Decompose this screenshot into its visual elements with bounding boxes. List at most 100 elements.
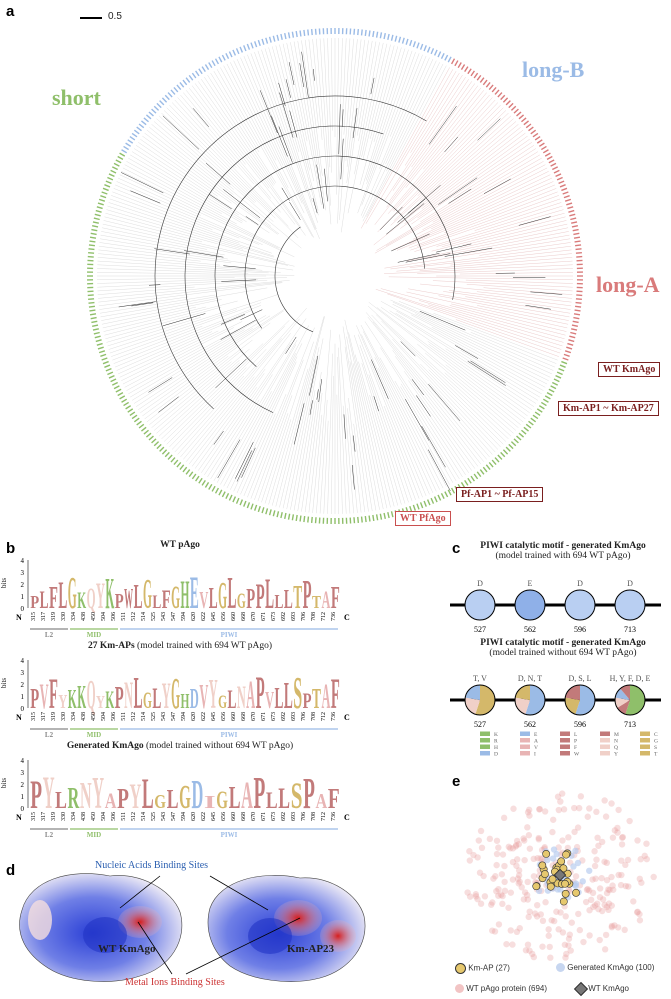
motif-top-label: H, Y, F, D, E xyxy=(610,674,651,683)
clade-long-b-label: long-B xyxy=(522,57,585,82)
wt-pago-point xyxy=(615,806,622,814)
motif-position-label: 562 xyxy=(524,720,536,729)
logo-position-label: 671 xyxy=(261,812,267,821)
wt-pago-point xyxy=(641,852,648,860)
panel-letter-c: c xyxy=(452,540,461,557)
embedding-scatter xyxy=(464,790,657,961)
generated-point xyxy=(543,856,551,864)
aa-label: P xyxy=(574,739,577,745)
wt-pago-point xyxy=(549,816,557,823)
logo-letter: Y xyxy=(96,576,105,617)
logo-ytick: 1 xyxy=(21,593,25,601)
wt-pago-point xyxy=(533,913,541,920)
panel-letter-e: e xyxy=(452,773,461,790)
logo-letter: L xyxy=(152,592,161,613)
wt-pago-point xyxy=(539,917,547,925)
wt-pago-point xyxy=(493,850,501,858)
logo-letter: E xyxy=(190,567,199,619)
logo-letter: A xyxy=(316,789,328,813)
logo-letter: P xyxy=(254,767,266,818)
logo-ytick: 2 xyxy=(21,781,25,789)
aa-swatch xyxy=(640,744,650,749)
aa-label: W xyxy=(574,752,580,758)
scale-bar-label: 0.5 xyxy=(108,11,122,22)
wt-pago-point xyxy=(596,894,604,901)
logo-letter: L xyxy=(229,779,241,815)
logo-position-label: 334 xyxy=(71,712,77,721)
aa-label: E xyxy=(534,732,538,738)
wt-pago-point xyxy=(618,841,626,848)
wt-kmago-point xyxy=(553,868,567,882)
wt-pago-point xyxy=(546,943,553,951)
logo-letter: G xyxy=(218,575,227,617)
wt-pago-point xyxy=(480,872,487,880)
motif-top-label: D, N, T xyxy=(518,674,542,683)
wt-pago-point xyxy=(593,900,601,907)
aa-swatch xyxy=(600,731,610,736)
logo-letter: P xyxy=(303,571,312,617)
logo-letter: L xyxy=(134,667,143,718)
logo-letter: P xyxy=(246,583,255,615)
wt-pfago-label: WT PfAgo xyxy=(395,511,451,526)
logo-ytick: 0 xyxy=(21,705,25,713)
wt-pago-point xyxy=(622,882,629,890)
wt-pago-point xyxy=(591,848,598,855)
logo-letter: F xyxy=(49,671,58,718)
wt-pago-point xyxy=(501,878,508,886)
aa-swatch xyxy=(520,751,530,756)
wt-pago-point xyxy=(634,837,641,844)
km-ap23-surface xyxy=(207,875,366,982)
aa-label: G xyxy=(654,739,658,745)
wt-kmago-label: WT KmAgo xyxy=(598,362,661,377)
logo-ytick: 2 xyxy=(21,581,25,589)
logo-letter: L xyxy=(58,574,67,617)
wt-pago-point xyxy=(596,936,603,944)
wt-pago-point xyxy=(512,843,520,850)
wt-pago-point xyxy=(609,882,616,889)
logo-position-label: 668 xyxy=(241,712,247,721)
wt-pago-point xyxy=(545,932,552,939)
logo-letter: L xyxy=(152,682,161,715)
logo-position-label: 319 xyxy=(51,612,57,621)
metal-ions-label: Metal Ions Binding Sites xyxy=(125,977,225,988)
logo-position-label: 670 xyxy=(251,812,257,821)
aa-swatch xyxy=(520,731,530,736)
wt-pago-point xyxy=(524,896,532,903)
wt-pago-point xyxy=(614,924,622,931)
wt-pago-point xyxy=(547,954,554,961)
logo-position-label: 334 xyxy=(71,612,77,621)
km-ap-point xyxy=(559,897,568,906)
wt-pago-point xyxy=(589,876,596,883)
logo-letter: T xyxy=(312,592,321,612)
logo-letter: T xyxy=(293,579,302,616)
logo-letter: G xyxy=(237,588,246,613)
logo-position-label: 692 xyxy=(281,712,287,721)
wt-pago-point xyxy=(601,797,608,804)
logo-letter: N xyxy=(80,775,92,817)
aa-label: V xyxy=(534,745,538,751)
aa-label: H xyxy=(494,745,498,751)
logo-ytick: 0 xyxy=(21,605,25,613)
motif-pie-slice xyxy=(565,685,580,700)
wt-pago-point xyxy=(466,848,473,855)
logo-position-label: 673 xyxy=(271,712,277,721)
logo-letter: G xyxy=(143,688,152,713)
motif-residue xyxy=(514,684,546,716)
wt-pago-point xyxy=(601,946,609,953)
wt-pago-point xyxy=(516,925,523,932)
logo-position-label: 504 xyxy=(101,612,107,621)
wt-pago-point xyxy=(495,921,503,928)
logo-position-label: 547 xyxy=(171,712,177,721)
wt-pago-point xyxy=(611,922,618,929)
catalytic-title-2: PIWI catalytic motif - generated KmAgo(m… xyxy=(480,638,646,658)
logo-position-label: 504 xyxy=(101,812,107,821)
logo-letter: G xyxy=(154,791,166,813)
logo-position-label: 512 xyxy=(131,712,137,721)
motif-residue xyxy=(464,684,496,716)
logo-position-label: 543 xyxy=(161,812,167,821)
logo-letter: L xyxy=(274,680,283,715)
wt-pago-point xyxy=(526,908,533,915)
wt-pago-point xyxy=(584,885,591,893)
aa-swatch xyxy=(480,738,490,743)
wt-pago-point xyxy=(594,834,601,842)
